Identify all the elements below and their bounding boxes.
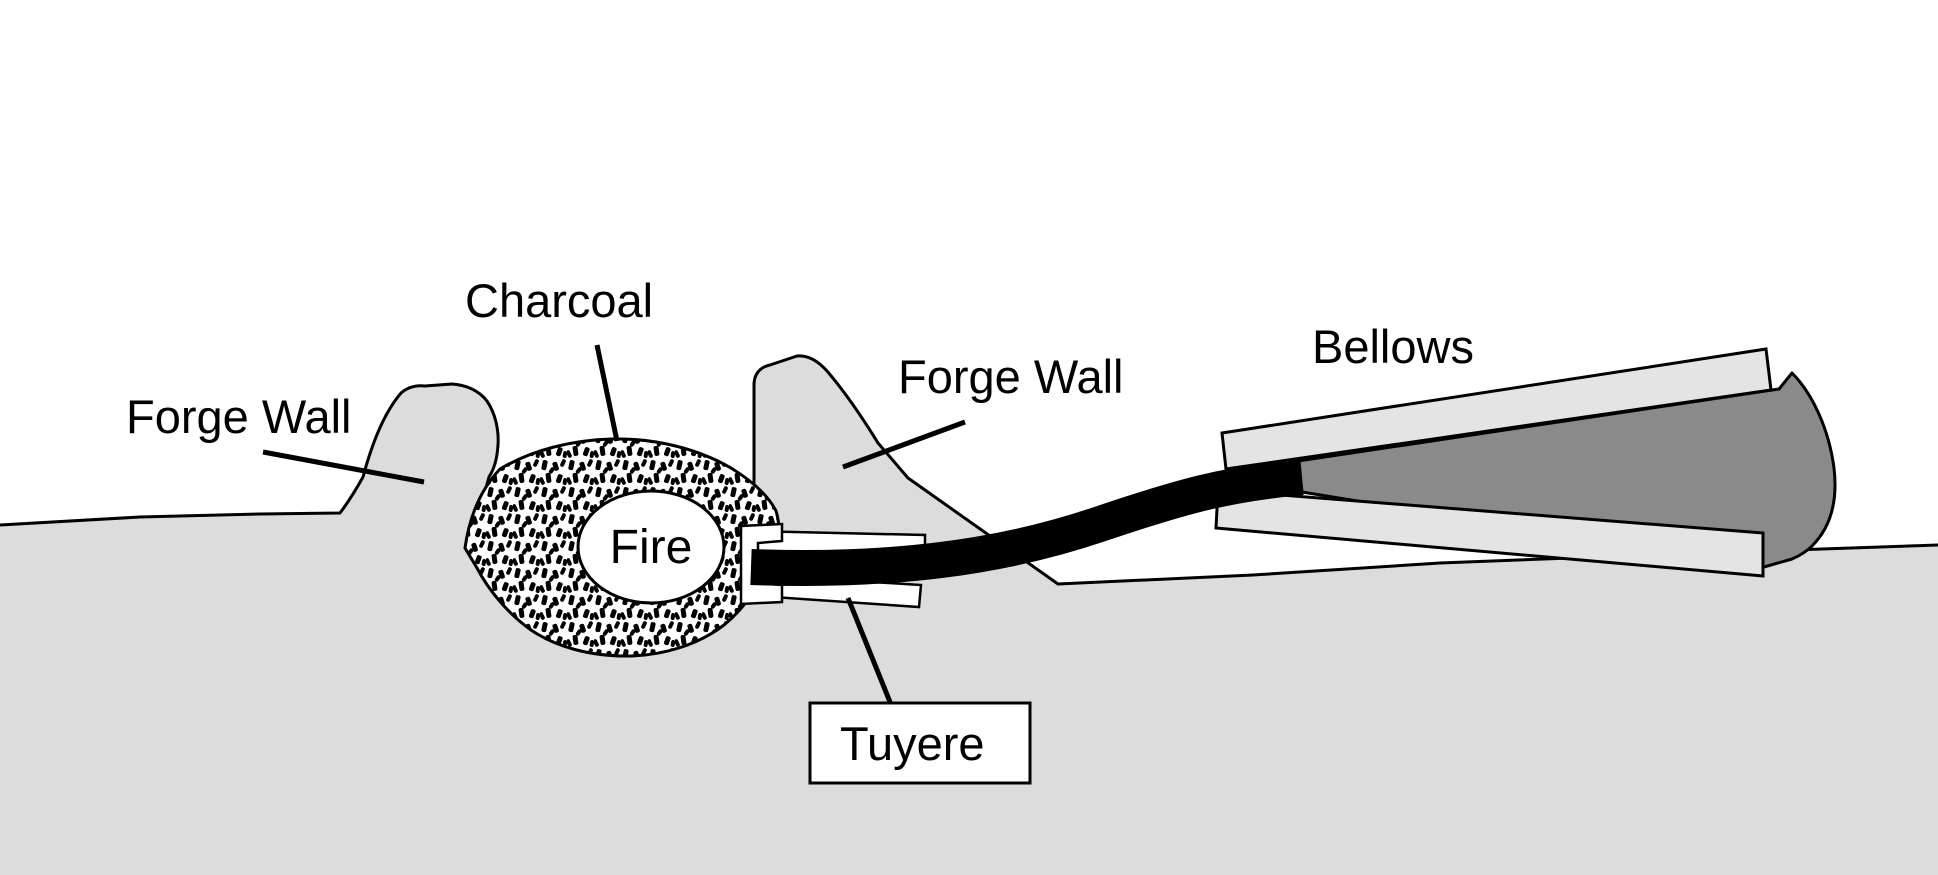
ground-and-walls-outline <box>0 354 1938 586</box>
forge-wall-left-label: Forge Wall <box>126 390 351 443</box>
air-pipe <box>750 459 1304 586</box>
tuyere-leader-line <box>845 597 893 703</box>
bellows-bag <box>1296 371 1837 569</box>
tuyere-label: Tuyere <box>840 717 985 770</box>
charcoal-label: Charcoal <box>465 274 653 327</box>
bellows-lower-board <box>1214 488 1765 578</box>
bellows-label: Bellows <box>1312 320 1474 373</box>
charcoal-leader-line <box>594 344 620 442</box>
forge-wall-right-leader-line <box>842 419 966 470</box>
tuyere-label-box <box>808 701 1032 785</box>
bellows-upper-board <box>1220 347 1773 471</box>
forge-wall-left-leader-line <box>262 449 425 485</box>
forge-wall-right-label: Forge Wall <box>898 350 1123 403</box>
ground-and-walls-fill <box>0 355 1938 875</box>
fire-label: Fire <box>610 521 693 574</box>
fire-ellipse <box>576 489 726 605</box>
